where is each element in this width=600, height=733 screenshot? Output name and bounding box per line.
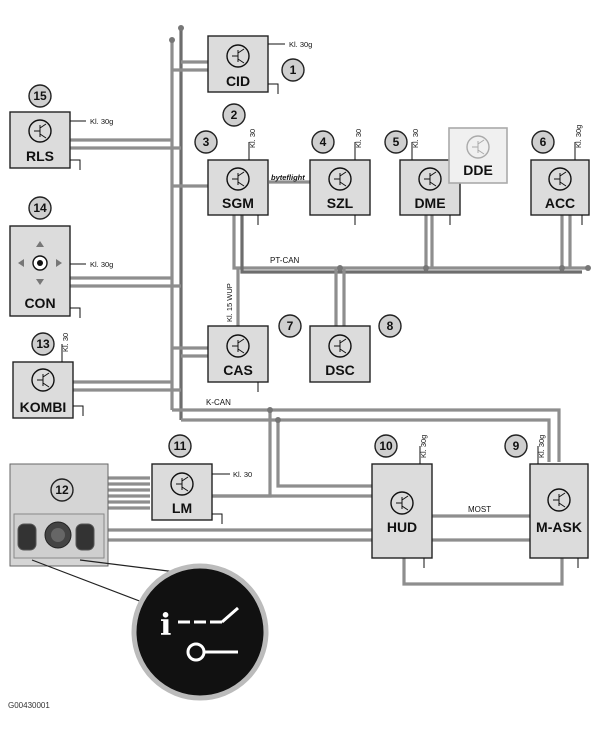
svg-text:7: 7 (287, 319, 294, 333)
supply-label: Kl. 30g (574, 125, 583, 148)
module-hud: HUD Kl. 30g (371, 435, 433, 568)
svg-text:4: 4 (320, 135, 327, 149)
badge-4: 4 (311, 130, 335, 154)
svg-text:8: 8 (387, 319, 394, 333)
k-can-horizontal-bus (172, 408, 561, 462)
info-icon: i (160, 608, 171, 643)
badge-7: 7 (278, 314, 302, 338)
svg-text:10: 10 (379, 439, 393, 453)
junction-dots (169, 25, 591, 423)
module-sgm: SGM Kl. 30 (207, 129, 269, 225)
module-m-ask: M-ASK Kl. 30g (529, 435, 589, 568)
svg-text:15: 15 (33, 89, 47, 103)
switch-button (75, 523, 95, 551)
module-label: CON (24, 295, 55, 311)
module-label: CAS (223, 362, 253, 378)
supply-label: Kl. 30 (354, 129, 363, 148)
module-cas: CAS (207, 325, 269, 392)
footer-code: G00430001 (8, 701, 50, 710)
badge-1: 1 (281, 58, 305, 82)
badge-15: 15 (28, 84, 52, 108)
module-label: SZL (327, 195, 354, 211)
pt-can-bus (232, 214, 588, 270)
module-rls: RLS Kl. 30g (9, 111, 113, 170)
most-return-bus (402, 558, 564, 586)
pt-can-label: PT-CAN (270, 256, 300, 265)
supply-label: Kl. 30g (537, 435, 546, 458)
svg-text:13: 13 (36, 337, 50, 351)
byteflight-label: byteflight (271, 173, 305, 182)
module-label: CID (226, 73, 250, 89)
kl15-wup-label: Kl. 15 WUP (225, 283, 234, 322)
svg-text:5: 5 (393, 135, 400, 149)
badge-8: 8 (378, 314, 402, 338)
badge-2: 2 (222, 103, 246, 127)
k-can-return-bus (181, 418, 551, 462)
badge-10: 10 (374, 434, 398, 458)
module-szl: SZL Kl. 30 (309, 129, 371, 225)
light-switch-panel (9, 463, 109, 567)
module-cid: CID Kl. 30g (207, 35, 312, 94)
module-label: KOMBI (20, 399, 67, 415)
badge-11: 11 (168, 434, 192, 458)
module-label: HUD (387, 519, 417, 535)
module-label: DME (414, 195, 445, 211)
supply-label: Kl. 30g (419, 435, 428, 458)
badge-9: 9 (504, 434, 528, 458)
module-label: SGM (222, 195, 254, 211)
svg-text:1: 1 (290, 63, 297, 77)
switch-button (17, 523, 37, 551)
most-label: MOST (468, 505, 491, 514)
badge-3: 3 (194, 130, 218, 154)
supply-label: Kl. 30g (289, 40, 312, 49)
module-label: DDE (463, 162, 493, 178)
supply-label: Kl. 30g (90, 117, 113, 126)
module-lm: LM Kl. 30 (151, 463, 252, 524)
switch-callout: i (31, 559, 269, 701)
svg-text:14: 14 (33, 201, 47, 215)
module-label: LM (172, 500, 192, 516)
svg-text:11: 11 (174, 439, 187, 453)
badge-6: 6 (531, 130, 555, 154)
svg-text:9: 9 (513, 439, 520, 453)
module-label: DSC (325, 362, 355, 378)
module-kombi: KOMBI Kl. 30 (12, 333, 84, 419)
badge-5: 5 (384, 130, 408, 154)
module-acc: ACC Kl. 30g (530, 125, 590, 225)
supply-label: Kl. 30 (61, 333, 70, 352)
bus-lines (70, 28, 588, 586)
supply-label: Kl. 30 (411, 129, 420, 148)
svg-text:12: 12 (55, 483, 69, 497)
svg-text:2: 2 (231, 108, 238, 122)
k-can-label: K-CAN (206, 398, 231, 407)
badge-13: 13 (31, 332, 55, 356)
supply-label: Kl. 30 (248, 129, 257, 148)
supply-label: Kl. 30g (90, 260, 113, 269)
supply-label: Kl. 30 (233, 470, 252, 479)
svg-text:3: 3 (203, 135, 210, 149)
badge-14: 14 (28, 196, 52, 220)
module-label: M-ASK (536, 519, 582, 535)
module-label: RLS (26, 148, 54, 164)
module-dde: DDE (448, 127, 508, 184)
module-label: ACC (545, 195, 575, 211)
module-dsc: DSC (309, 325, 371, 383)
svg-text:6: 6 (540, 135, 547, 149)
module-con: CON Kl. 30g (9, 225, 113, 318)
badge-12: 12 (50, 478, 74, 502)
